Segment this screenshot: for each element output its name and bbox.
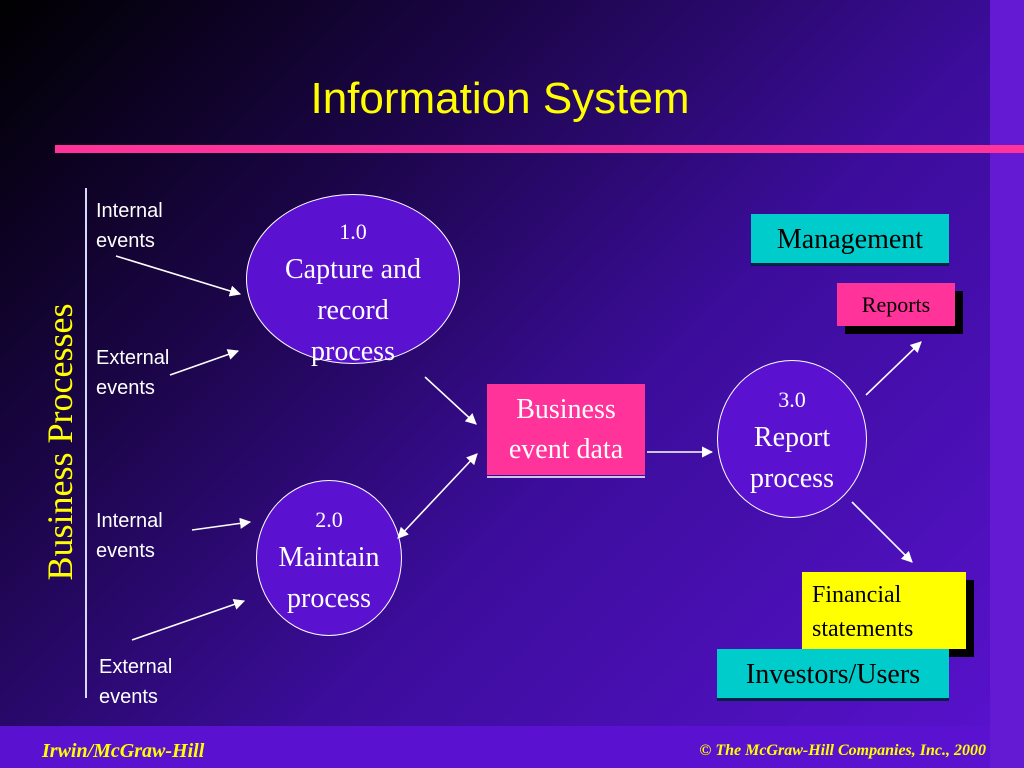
internal-events-label-1: Internal events — [96, 196, 163, 256]
external-events-1-line-1: External — [96, 347, 170, 369]
arrow-external-2-to-maintain — [131, 599, 246, 641]
external-events-1-line-2: events — [96, 377, 155, 399]
internal-events-2-line-2: events — [96, 540, 155, 562]
data-store-line-2: event data — [508, 434, 624, 465]
arrow-report-to-reports — [865, 341, 922, 396]
slide-title: Information System — [310, 74, 690, 123]
internal-events-2-line-1: Internal — [96, 510, 163, 532]
arrow-report-to-financial — [851, 501, 913, 563]
report-process-line-2: process — [750, 463, 834, 494]
financial-statements-line-2: statements — [812, 616, 914, 642]
internal-events-1-line-1: Internal — [96, 200, 163, 222]
right-accent-bar — [990, 0, 1024, 768]
business-processes-divider — [85, 188, 87, 698]
reports-document: Reports — [837, 283, 955, 326]
external-events-label-1: External events — [96, 343, 169, 403]
footer-bar — [0, 726, 990, 768]
external-events-label-2: External events — [99, 652, 172, 712]
management-entity: Management — [751, 214, 949, 266]
external-events-2-line-2: events — [99, 686, 158, 708]
capture-process-line-2: record — [317, 295, 389, 326]
report-process: 3.0 Report process — [717, 360, 867, 518]
financial-statements-line-1: Financial — [812, 582, 902, 608]
title-divider — [55, 145, 1024, 153]
business-event-data-store: Business event data — [487, 384, 645, 475]
arrow-internal-2-to-maintain — [191, 517, 252, 531]
arrow-capture-to-data-store — [424, 376, 477, 425]
capture-process-line-3: process — [311, 336, 395, 367]
maintain-process: 2.0 Maintain process — [256, 480, 402, 636]
capture-process-number: 1.0 — [339, 219, 367, 244]
maintain-process-line-1: Maintain — [278, 542, 380, 573]
internal-events-1-line-2: events — [96, 230, 155, 252]
report-process-line-1: Report — [753, 422, 831, 453]
capture-process-line-1: Capture and — [284, 254, 422, 285]
arrow-internal-1-to-capture — [115, 255, 242, 297]
arrow-external-1-to-capture — [169, 349, 240, 376]
internal-events-label-2: Internal events — [96, 506, 163, 566]
report-process-number: 3.0 — [778, 387, 806, 412]
footer-publisher: Irwin/McGraw-Hill — [42, 740, 205, 762]
investors-users-entity: Investors/Users — [717, 649, 949, 701]
maintain-process-number: 2.0 — [315, 507, 343, 532]
capture-record-process: 1.0 Capture and record process — [246, 194, 460, 367]
footer-copyright: © The McGraw-Hill Companies, Inc., 2000 — [699, 742, 986, 759]
financial-statements-document: Financial statements — [802, 572, 966, 649]
external-events-2-line-1: External — [99, 656, 173, 678]
arrow-maintain-data-store-bidirectional — [397, 453, 478, 539]
maintain-process-line-2: process — [287, 583, 371, 614]
data-store-line-1: Business — [516, 394, 616, 425]
data-store-underline — [487, 476, 645, 478]
